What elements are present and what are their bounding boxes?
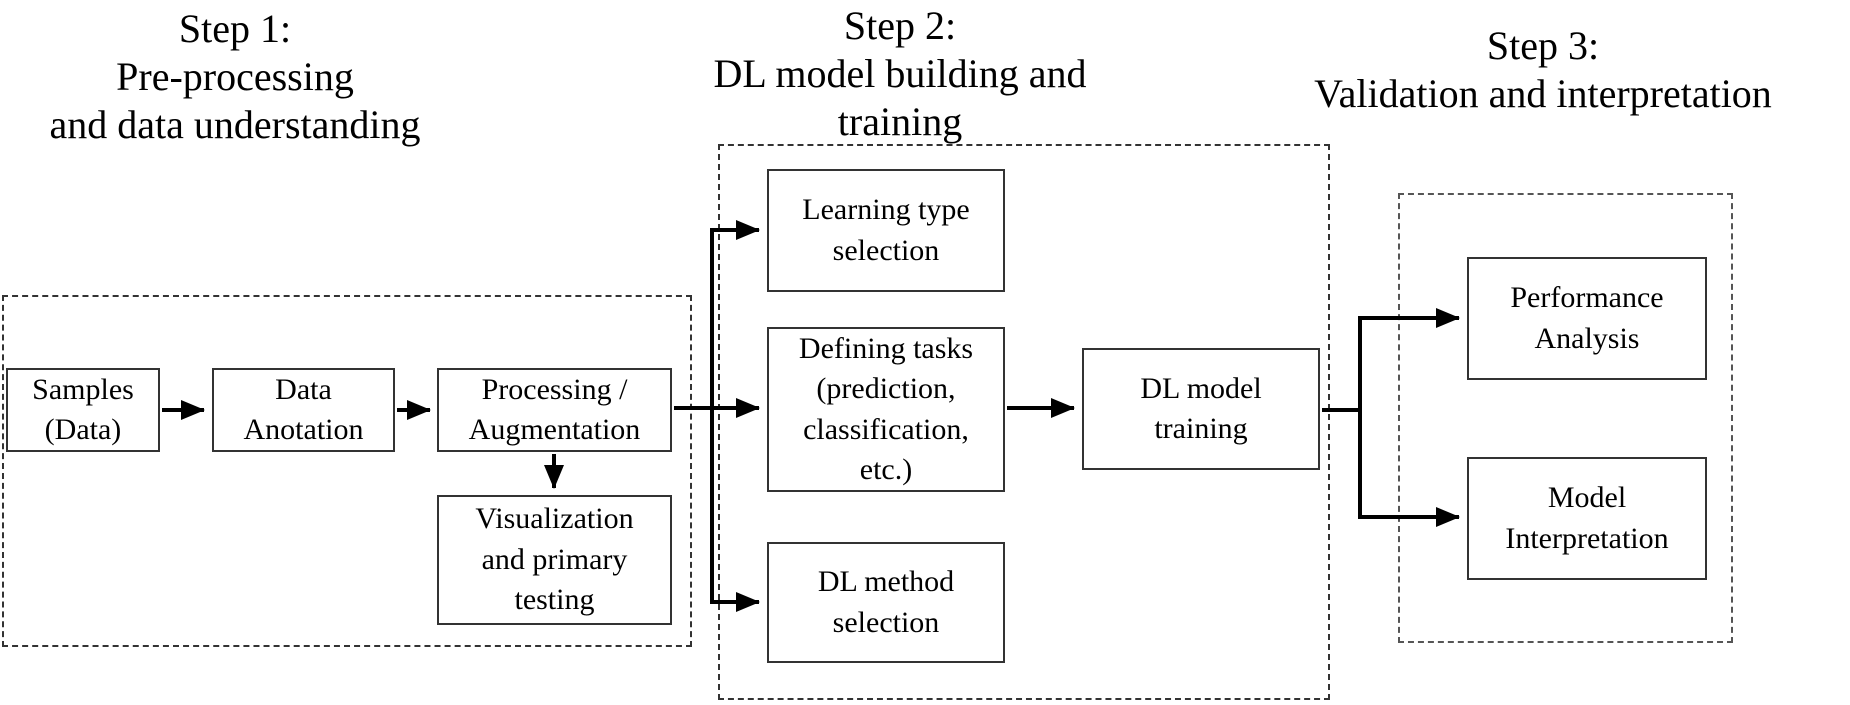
node-visualization-primary-testing: Visualization and primary testing [437,495,672,625]
node-learning-type-selection: Learning type selection [767,169,1005,292]
step2-title: Step 2: DL model building and training [713,3,1087,144]
node-dl-model-training: DL model training [1082,348,1320,470]
node-dl-method-selection: DL method selection [767,542,1005,663]
node-processing-augmentation: Processing / Augmentation [437,368,672,452]
step1-container [2,295,692,647]
step3-title: Step 3: Validation and interpretation [1314,23,1772,116]
step1-title: Step 1: Pre-processing and data understa… [49,6,421,147]
node-performance-analysis: Performance Analysis [1467,257,1707,380]
node-model-interpretation: Model Interpretation [1467,457,1707,580]
node-data-annotation: Data Anotation [212,368,395,452]
node-samples-data: Samples (Data) [6,368,160,452]
node-defining-tasks: Defining tasks (prediction, classificati… [767,327,1005,492]
